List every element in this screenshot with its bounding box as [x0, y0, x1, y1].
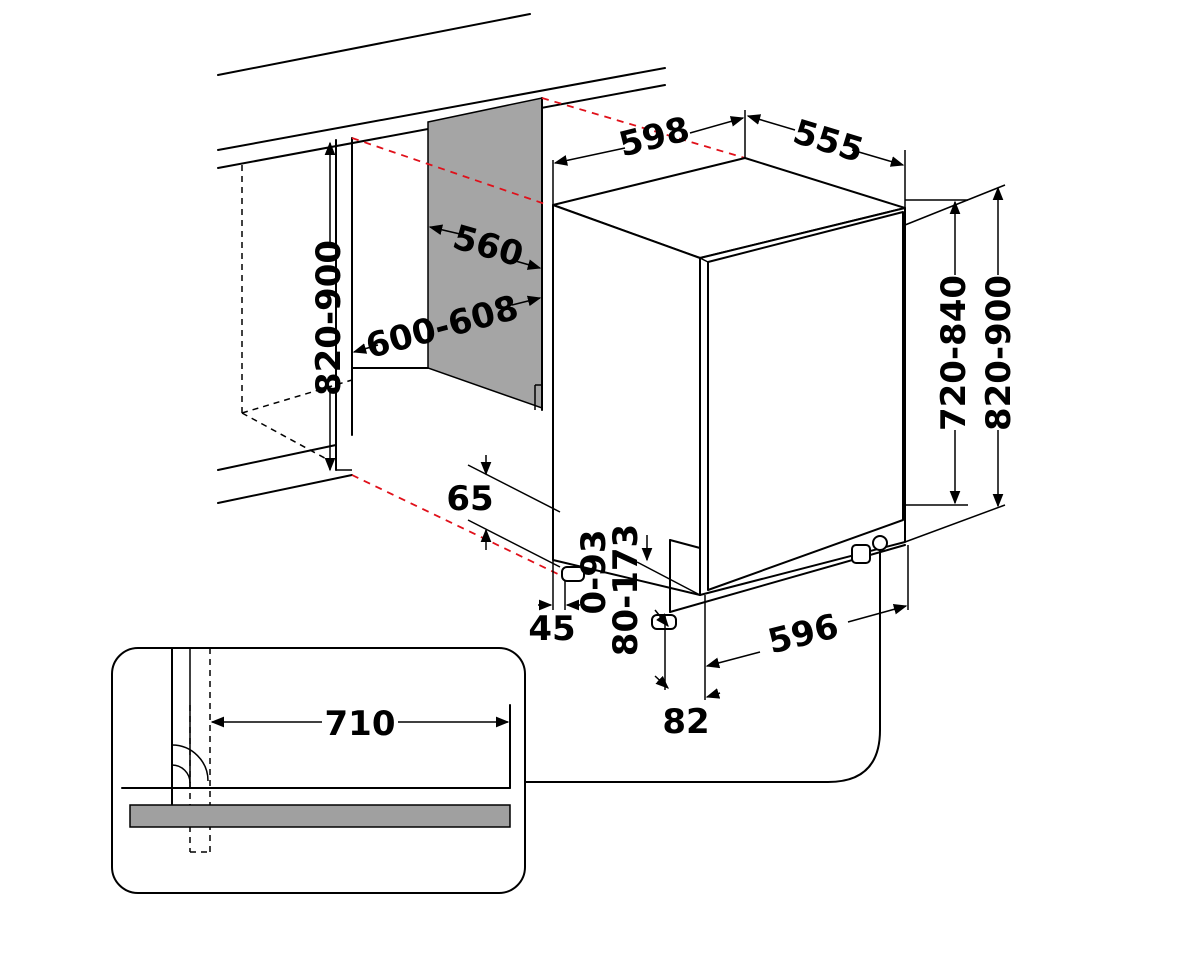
label-detail-depth: 710: [325, 704, 396, 744]
label-appliance-depth: 555: [788, 112, 868, 171]
label-foot-offset: 45: [528, 609, 575, 649]
label-niche-height: 820-900: [309, 240, 349, 396]
label-appliance-width-bottom: 596: [764, 606, 843, 662]
adjustable-foot-left: [561, 566, 585, 582]
label-appliance-height: 720-840: [934, 275, 974, 431]
detail-box: [111, 647, 526, 894]
label-plinth-gap: 65: [446, 479, 493, 519]
detail-door-strip: [129, 804, 511, 828]
rear-wall: [534, 97, 543, 411]
alignment-guides: [351, 97, 746, 576]
label-appliance-width-top: 598: [615, 109, 694, 165]
adjustable-foot-right: [851, 535, 888, 564]
label-foot-adjust: 0-93: [574, 529, 614, 614]
label-door-offset: 82: [662, 702, 709, 742]
left-cabinet: [217, 137, 429, 504]
label-overall-height: 820-900: [979, 275, 1019, 431]
label-plinth-height: 80-173: [606, 524, 646, 656]
